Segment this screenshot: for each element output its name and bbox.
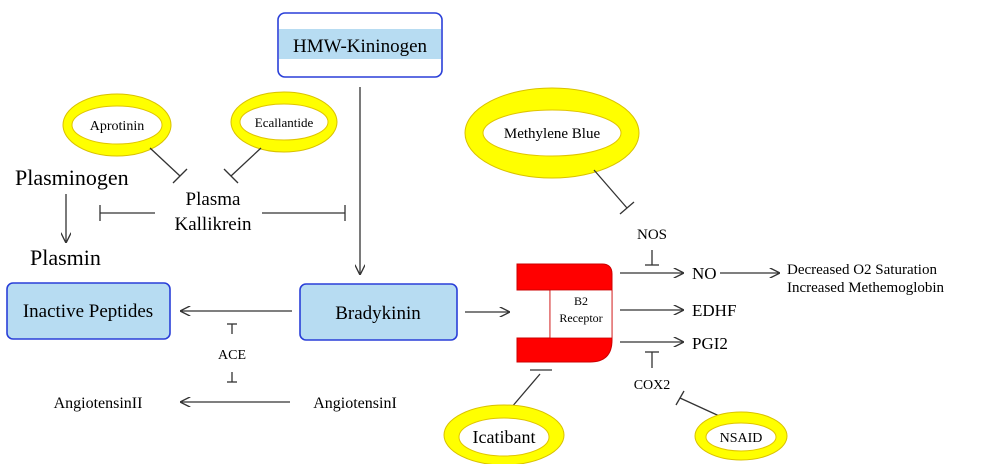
edhf-label: EDHF bbox=[692, 301, 736, 320]
no-label: NO bbox=[692, 264, 717, 283]
icatibant-oval: Icatibant bbox=[443, 404, 565, 464]
hmw-kininogen-label: HMW-Kininogen bbox=[293, 36, 428, 57]
kallikrein-inhibits-right bbox=[262, 205, 346, 221]
methylene-blue-oval: Methylene Blue bbox=[464, 87, 640, 179]
aprotinin-label: Aprotinin bbox=[90, 119, 144, 134]
hmw-kininogen-box: HMW-Kininogen bbox=[277, 12, 443, 78]
methylene-blue-label: Methylene Blue bbox=[504, 126, 601, 142]
ecallantide-label: Ecallantide bbox=[255, 115, 314, 130]
angiotensin-i-label: AngiotensinI bbox=[313, 395, 397, 412]
decreased-o2-label: Decreased O2 Saturation bbox=[787, 262, 937, 278]
nos-to-no-bar bbox=[645, 250, 659, 266]
plasma-label: Plasma bbox=[186, 189, 241, 210]
aprotinin-inhibits-kallikrein bbox=[149, 147, 188, 184]
plasminogen-label: Plasminogen bbox=[15, 165, 129, 190]
nsaid-label: NSAID bbox=[720, 431, 763, 446]
nsaid-oval: NSAID bbox=[694, 411, 788, 461]
kallikrein-label: Kallikrein bbox=[174, 214, 252, 235]
icatibant-inhibits-receptor bbox=[510, 369, 552, 409]
ecallantide-oval: Ecallantide bbox=[230, 91, 338, 153]
receptor-label: Receptor bbox=[559, 311, 602, 325]
nos-label: NOS bbox=[637, 227, 667, 243]
icatibant-label: Icatibant bbox=[473, 427, 536, 447]
pgi2-label: PGI2 bbox=[692, 334, 728, 353]
b2-receptor: B2 Receptor bbox=[516, 263, 613, 363]
b2-label: B2 bbox=[574, 294, 588, 308]
kallikrein-inhibits-left bbox=[99, 205, 155, 221]
inactive-peptides-box: Inactive Peptides bbox=[6, 282, 171, 340]
ecallantide-inhibits-kallikrein bbox=[223, 147, 262, 184]
bradykinin-box: Bradykinin bbox=[299, 283, 458, 341]
ace-label: ACE bbox=[218, 348, 246, 363]
plasmin-label: Plasmin bbox=[30, 245, 101, 270]
angiotensin-ii-label: AngiotensinII bbox=[54, 395, 143, 412]
cox2-label: COX2 bbox=[634, 378, 671, 393]
increased-methemoglobin-label: Increased Methemoglobin bbox=[787, 280, 945, 296]
aprotinin-oval: Aprotinin bbox=[62, 93, 172, 157]
inactive-peptides-label: Inactive Peptides bbox=[23, 301, 153, 322]
ace-inhibition-bars bbox=[227, 323, 237, 383]
bradykinin-label: Bradykinin bbox=[335, 303, 421, 324]
methylene-blue-inhibits-nos bbox=[593, 169, 635, 215]
cox2-inhibits-pgi2 bbox=[645, 351, 659, 368]
